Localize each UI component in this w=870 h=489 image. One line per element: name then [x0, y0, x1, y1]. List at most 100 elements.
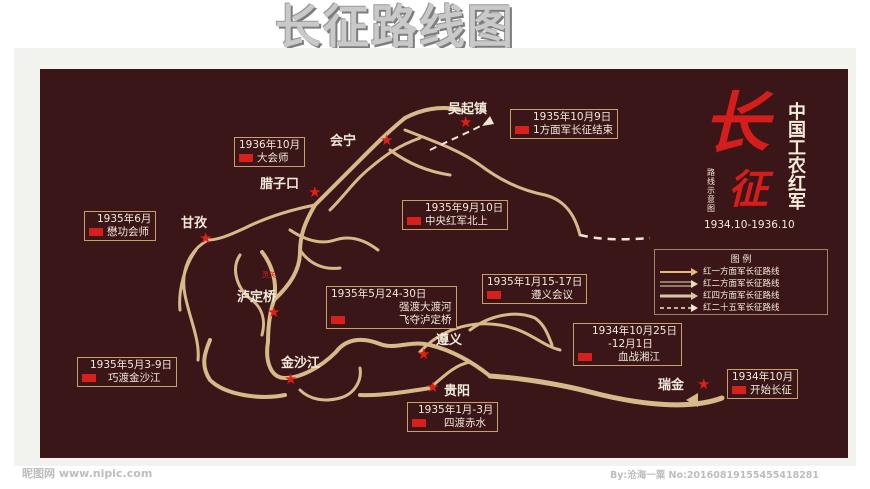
star-icon: ★ — [417, 345, 431, 363]
event-box: 1935年6月 懋功会师 — [84, 211, 157, 241]
route-guiyang-2 — [358, 386, 432, 398]
route-zunyi-loop — [334, 337, 492, 378]
event-date: 1935年1月15-17日 — [487, 276, 583, 288]
note-char: 线 — [707, 177, 715, 186]
arrow-right-icon — [660, 267, 698, 276]
event-box: 1934年10月25日 -12月1日 血战湘江 — [573, 323, 682, 366]
route-main-south — [487, 373, 725, 408]
route-east-2 — [388, 148, 452, 177]
legend-label: 红二方面军长征路线 — [703, 279, 780, 289]
flag-icon — [331, 316, 345, 324]
route-ganzi — [206, 203, 317, 242]
footer-watermark-left: 昵图网 www.nipic.com — [22, 467, 153, 480]
arrow-head-wuqi — [482, 116, 494, 126]
route-ganzi-west — [178, 248, 198, 312]
event-box: 1935年1月15-17日 遵义会议 — [482, 274, 588, 304]
star-icon: ★ — [284, 370, 298, 388]
heading-char: 军 — [788, 192, 806, 213]
place-guiyang: 贵阳 — [444, 384, 471, 399]
star-icon: ★ — [267, 303, 281, 321]
heading-char: 中 — [788, 102, 806, 123]
legend-label: 红二十五军长征路线 — [703, 303, 780, 313]
route-mid — [288, 228, 380, 252]
arrow-right-icon — [660, 291, 698, 300]
flag-icon — [82, 374, 96, 382]
place-wuqizhen: 吴起镇 — [448, 102, 488, 117]
arrow-right-icon — [660, 303, 698, 312]
page-title: 长征路线图 — [275, 0, 515, 54]
event-text: 巧渡金沙江 — [108, 372, 161, 384]
route-south-west — [202, 338, 287, 399]
event-text: 懋功会师 — [107, 226, 149, 238]
event-date: 1935年5月3-9日 — [90, 359, 173, 371]
event-box: 1934年10月 开始长征 — [727, 369, 799, 399]
heading-char: 红 — [788, 174, 806, 195]
event-box: 1935年1月-3月 四渡赤水 — [407, 402, 499, 432]
star-icon: ★ — [380, 131, 394, 149]
flag-icon — [412, 419, 426, 427]
event-date: 1934年10月25日 — [592, 325, 677, 337]
arrow-head-ruijin — [686, 393, 698, 407]
event-date: 1935年5月24-30日 — [331, 288, 427, 300]
legend-item: 红四方面军长征路线 — [659, 289, 780, 301]
event-text: 大会师 — [257, 152, 289, 164]
flag-icon — [89, 228, 103, 236]
event-text: 四渡赤水 — [444, 417, 486, 429]
route-guiyang — [428, 360, 472, 390]
flag-icon — [239, 154, 253, 162]
route-luding-north — [272, 203, 317, 302]
event-text-2: 血战湘江 — [618, 351, 660, 363]
event-box: 1935年10月9日 1方面军长征结束 — [510, 109, 619, 139]
calligraphy-zheng: 征 — [728, 166, 768, 213]
footer-watermark-right: By:沧海一粟 No:20160819155455418281 — [610, 470, 820, 481]
arrow-right-icon — [660, 279, 698, 288]
star-icon: ★ — [426, 378, 440, 396]
route-chishui — [418, 322, 562, 354]
route-to-jinsha — [265, 340, 338, 380]
route-mid-2 — [298, 248, 342, 270]
legend-title: 图 例 — [730, 255, 752, 265]
star-icon: ★ — [697, 375, 711, 393]
place-ludingqiao: 泸定桥 — [237, 290, 277, 305]
event-date: 1935年6月 — [97, 213, 152, 225]
place-zunyi: 遵义 — [436, 333, 463, 348]
route-wuqi-dashed — [429, 121, 489, 151]
place-huining: 会宁 — [330, 134, 357, 149]
note-char: 意 — [707, 195, 715, 204]
flag-icon — [487, 291, 501, 299]
star-icon: ★ — [308, 183, 322, 201]
event-text: 遵义会议 — [531, 289, 573, 301]
route-west-loop — [234, 253, 266, 337]
route-chishui-2 — [468, 312, 554, 347]
flag-icon — [515, 126, 529, 134]
route-jinsha-south — [298, 366, 362, 402]
place-ganzi: 甘孜 — [181, 216, 208, 231]
route-north — [313, 116, 407, 207]
event-box: 1935年9月10日 中央红军北上 — [402, 200, 509, 230]
route-east — [403, 128, 582, 237]
legend-item: 红一方面军长征路线 — [659, 265, 780, 277]
event-date: 1935年9月10日 — [425, 202, 504, 214]
map-small-label: 灵关 — [262, 271, 276, 279]
note-char: 示 — [707, 186, 715, 195]
star-icon: ★ — [459, 113, 473, 131]
event-date: 1934年10月 — [732, 371, 794, 383]
event-box: 1935年5月24-30日 强渡大渡河 飞夺泸定桥 — [326, 286, 457, 329]
event-text: -12月1日 — [608, 338, 653, 350]
event-text: 开始长征 — [750, 384, 792, 396]
route-hongershiwu-dashed — [579, 233, 651, 241]
heading-char: 工 — [788, 138, 806, 159]
heading-char: 国 — [788, 120, 806, 141]
legend: 图 例 红一方面军长征路线 红二方面军长征路线 红四方面军长征路线 红二十五军长… — [654, 249, 828, 315]
event-date: 1936年10月 — [239, 139, 301, 151]
event-text: 强渡大渡河 — [399, 301, 452, 313]
route-north-2 — [328, 136, 422, 212]
event-box: 1936年10月 大会师 — [234, 137, 306, 167]
event-date: 1935年1月-3月 — [418, 404, 494, 416]
legend-label: 红一方面军长征路线 — [703, 267, 780, 277]
place-lazikou: 腊子口 — [260, 177, 300, 192]
heading-char: 农 — [788, 156, 806, 177]
event-box: 1935年5月3-9日 巧渡金沙江 — [77, 357, 178, 387]
route-ganzi-south — [182, 238, 210, 362]
